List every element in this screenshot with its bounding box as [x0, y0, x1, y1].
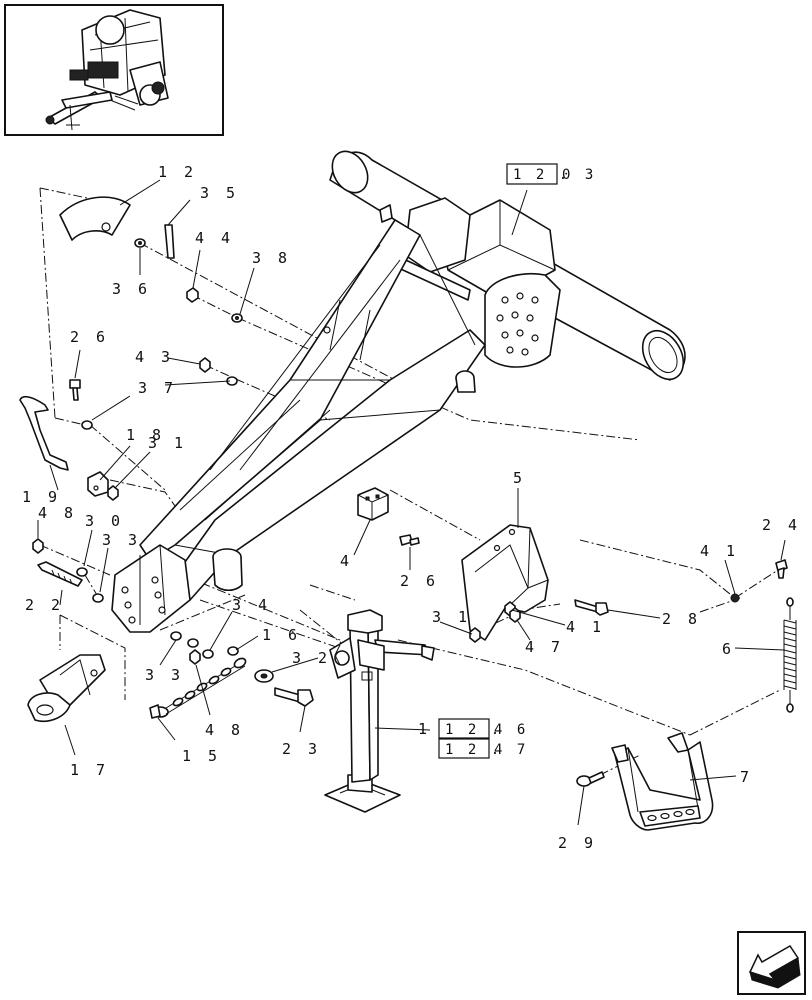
callout-35: 3 5 [200, 184, 239, 202]
callout-5: 5 [513, 469, 526, 487]
callout-47: 4 7 [525, 638, 564, 656]
arrow-navigation-icon[interactable] [737, 931, 806, 995]
part-24-bolt[interactable] [775, 559, 788, 579]
part-7-step[interactable] [611, 732, 714, 831]
part-26-bolt-lower[interactable] [399, 534, 420, 546]
svg-text:0 3: 0 3 [562, 167, 596, 183]
callout-26: 2 6 [70, 328, 109, 346]
machine-overview-thumbnail[interactable] [4, 4, 224, 136]
part-32-washer[interactable] [254, 669, 274, 683]
part-6-spring[interactable] [783, 597, 797, 713]
reference-12-46[interactable]: 1 2 . 4 6 [438, 718, 528, 739]
callout-26-lower: 2 6 [400, 572, 439, 590]
callout-41: 4 1 [566, 618, 605, 636]
callout-36: 3 6 [112, 280, 151, 298]
part-48-nut-lower[interactable] [189, 649, 201, 665]
callout-labels: 1 2 3 5 3 6 4 4 3 8 2 6 4 3 3 7 1 8 3 1 … [22, 163, 801, 852]
part-35-pin[interactable] [164, 224, 175, 259]
part-15-chain[interactable] [149, 657, 247, 719]
callout-43: 4 3 [135, 348, 174, 366]
callout-7: 7 [740, 768, 753, 786]
part-12-guard[interactable] [59, 196, 131, 241]
part-47-nut[interactable] [509, 607, 521, 623]
part-19-rod[interactable] [19, 395, 69, 471]
svg-text:4 7: 4 7 [494, 742, 528, 758]
assembly-guide-lines [39, 187, 781, 776]
callout-6: 6 [722, 640, 735, 658]
part-26-bolt[interactable] [69, 379, 81, 401]
part-23-bolt[interactable] [274, 687, 314, 707]
main-frame-assembly [111, 150, 686, 633]
callout-12: 1 2 [158, 163, 197, 181]
part-31-nut-lower[interactable] [469, 627, 481, 643]
part-17-clevis[interactable] [27, 654, 106, 722]
callout-4: 4 [340, 552, 353, 570]
callout-31: 3 1 [148, 434, 187, 452]
callout-38: 3 8 [252, 249, 291, 267]
callout-48: 4 8 [38, 504, 77, 522]
callout-24: 2 4 [762, 516, 801, 534]
callout-37: 3 7 [138, 379, 177, 397]
callout-41-right: 4 1 [700, 542, 739, 560]
callout-33-lower: 3 3 [145, 666, 184, 684]
part-5-bracket[interactable] [461, 524, 549, 641]
part-44-nut[interactable] [186, 287, 199, 303]
part-16-washer[interactable] [227, 646, 239, 656]
reference-12-03[interactable]: 1 2 . 0 3 [506, 163, 596, 185]
svg-text:1 2 .: 1 2 . [445, 722, 502, 738]
callout-32: 3 2 [292, 649, 331, 667]
part-22-bolt[interactable] [37, 561, 83, 587]
callout-48-lower: 4 8 [205, 721, 244, 739]
part-28-bolt[interactable] [574, 599, 609, 616]
callout-34: 3 4 [232, 596, 271, 614]
callout-30: 3 0 [85, 512, 124, 530]
callout-44: 4 4 [195, 229, 234, 247]
part-10-jack-stand[interactable] [324, 609, 435, 813]
part-43-nut[interactable] [199, 357, 211, 373]
part-37-washer[interactable] [81, 376, 238, 430]
part-33-washer[interactable] [92, 593, 182, 641]
callout-23: 2 3 [282, 740, 321, 758]
callout-17: 1 7 [70, 761, 109, 779]
part-18-clip[interactable] [87, 471, 109, 497]
callout-15: 1 5 [182, 747, 221, 765]
callout-29: 2 9 [558, 834, 597, 852]
part-41-nut-right[interactable] [730, 593, 740, 603]
part-34-washer[interactable] [187, 638, 214, 659]
part-30-washer[interactable] [76, 567, 88, 577]
part-38-washer[interactable] [231, 313, 243, 323]
reference-12-47[interactable]: 1 2 . 4 7 [438, 738, 528, 759]
callout-16: 1 6 [262, 626, 301, 644]
callout-18: 1 8 [126, 426, 165, 444]
svg-text:4 6: 4 6 [494, 722, 528, 738]
callout-19: 1 9 [22, 488, 61, 506]
part-31-nut[interactable] [107, 485, 119, 501]
part-48-nut[interactable] [32, 538, 44, 554]
svg-text:1 2 .: 1 2 . [513, 167, 570, 183]
callout-33: 3 3 [102, 531, 141, 549]
leader-lines [37, 179, 786, 826]
part-36-washer[interactable] [134, 238, 146, 248]
callout-22: 2 2 [25, 596, 64, 614]
svg-text:1 2 .: 1 2 . [445, 742, 502, 758]
callout-28: 2 8 [662, 610, 701, 628]
callout-31-lower: 3 1 [432, 608, 471, 626]
part-29-bolt[interactable] [576, 771, 605, 787]
part-4-bracket[interactable] [357, 487, 389, 521]
